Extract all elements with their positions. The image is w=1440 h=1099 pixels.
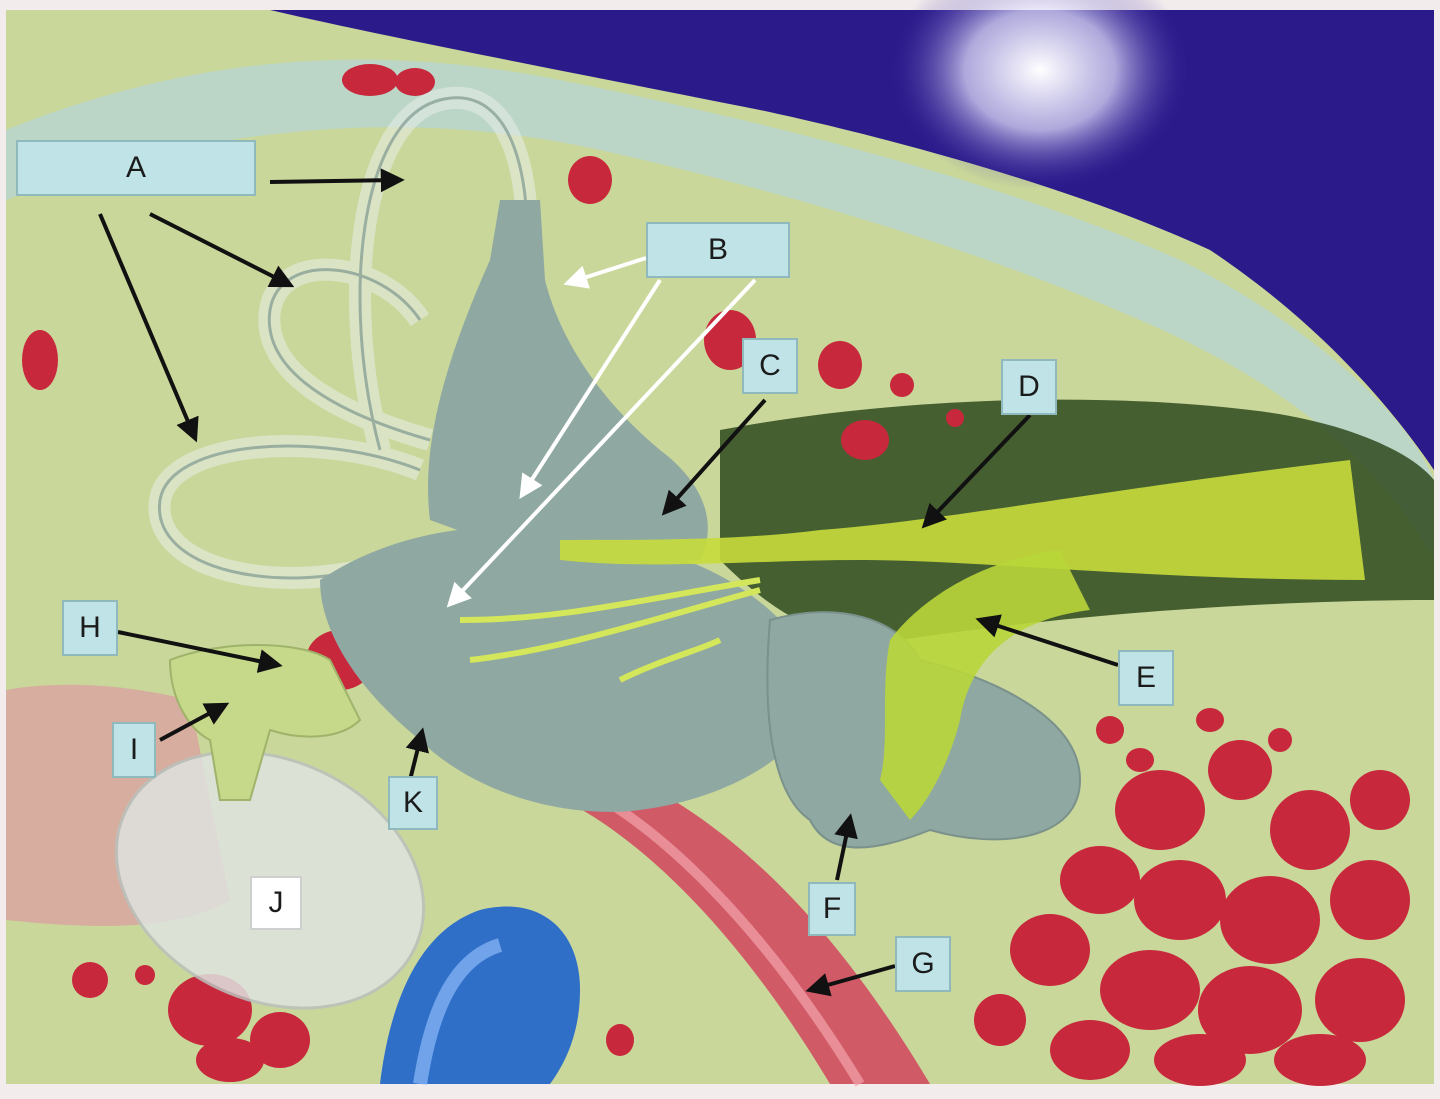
label-k: K <box>388 776 438 830</box>
label-a: A <box>16 140 256 196</box>
vestibular-stalk <box>428 200 708 560</box>
label-d: D <box>1001 359 1057 415</box>
label-arrows-black <box>98 168 1119 997</box>
nerve-branches <box>459 577 761 683</box>
label-h: H <box>62 600 118 656</box>
light-glare <box>890 0 1190 190</box>
carotid-artery <box>510 750 930 1084</box>
vestibule <box>320 527 820 812</box>
label-e: E <box>1118 650 1174 706</box>
ossicles <box>168 644 362 801</box>
label-f: F <box>808 882 856 936</box>
label-j: J <box>250 876 302 930</box>
membrane-band <box>6 59 1434 560</box>
label-arrows-white <box>446 256 757 608</box>
vein-highlight <box>413 938 503 1086</box>
label-c: C <box>742 338 798 394</box>
vestibular-nerve <box>560 460 1365 580</box>
cochlear-nerve <box>880 550 1090 820</box>
label-b: B <box>646 222 790 278</box>
label-g: G <box>895 936 951 992</box>
bone-marrow-spots <box>22 64 1410 1086</box>
label-i: I <box>112 722 156 778</box>
